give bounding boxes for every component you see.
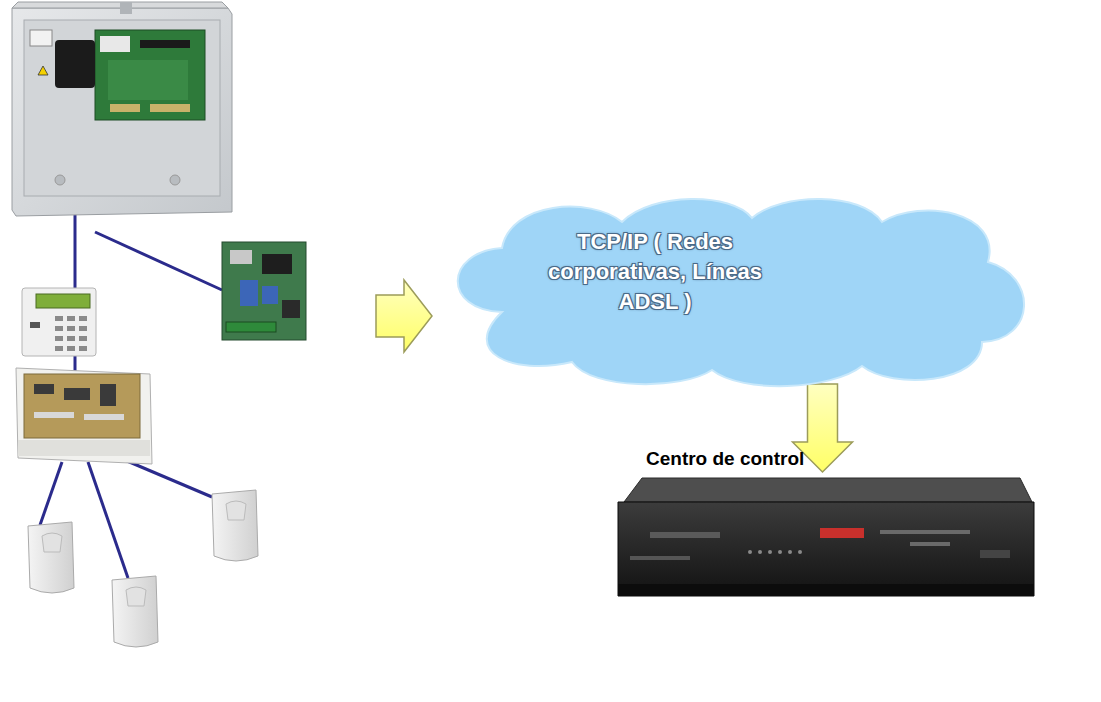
network-label: TCP/IP ( Redes corporativas, Líneas ADSL… [530, 227, 780, 317]
motion-detector [28, 490, 258, 647]
server-unit: Centro de control [610, 472, 1040, 610]
expansion-module [16, 368, 152, 464]
rack-server [610, 472, 1040, 610]
ip-communicator-board [222, 242, 306, 340]
network-cloud: TCP/IP ( Redes corporativas, Líneas ADSL… [440, 190, 1035, 390]
cloud-shape [440, 190, 1035, 390]
heading-label: Centro de control [646, 448, 804, 470]
alarm-panel [12, 2, 232, 216]
block-arrow [376, 280, 432, 352]
keypad [22, 288, 96, 356]
